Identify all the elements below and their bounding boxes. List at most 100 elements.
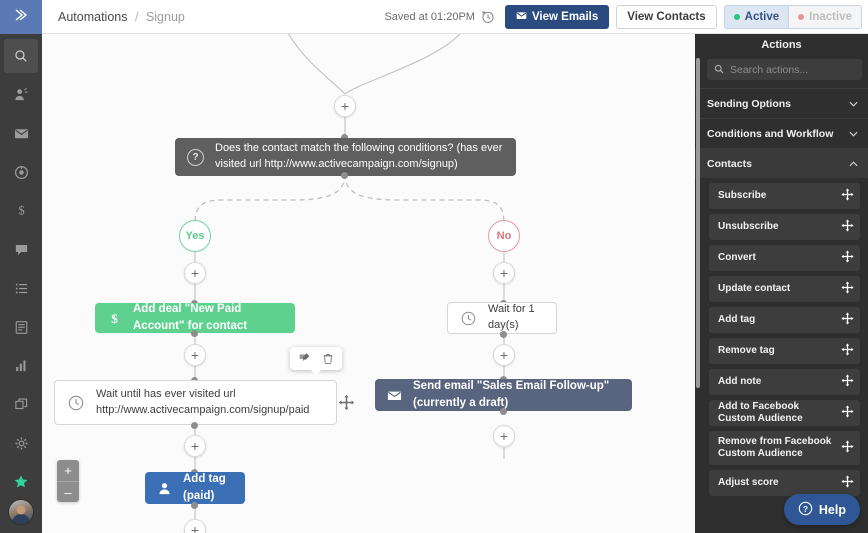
view-contacts-button[interactable]: View Contacts bbox=[616, 4, 717, 29]
automation-canvas[interactable]: + ? Does the contact match the following… bbox=[42, 34, 695, 533]
node-condition-label: Does the contact match the following con… bbox=[215, 142, 503, 170]
avatar[interactable] bbox=[8, 499, 34, 525]
sidebar-item-conversations[interactable] bbox=[4, 233, 38, 267]
add-step-button[interactable]: + bbox=[184, 435, 206, 457]
move-arrows-icon[interactable] bbox=[841, 250, 854, 266]
actions-group-contacts[interactable]: Contacts bbox=[695, 148, 868, 178]
plus-icon: + bbox=[190, 522, 200, 533]
app-logo-button[interactable] bbox=[0, 0, 42, 34]
canvas-connectors bbox=[194, 34, 505, 519]
actions-group-label: Contacts bbox=[707, 157, 752, 170]
automations-icon bbox=[14, 165, 29, 180]
apps-icon bbox=[14, 397, 29, 412]
breadcrumb: Automations / Signup bbox=[58, 10, 185, 24]
add-step-button[interactable]: + bbox=[184, 519, 206, 533]
action-item[interactable]: Convert bbox=[709, 245, 860, 271]
history-clock-icon[interactable] bbox=[481, 10, 495, 24]
action-item[interactable]: Adjust score bbox=[709, 470, 860, 496]
action-item[interactable]: Add tag bbox=[709, 307, 860, 333]
node-condition[interactable]: ? Does the contact match the following c… bbox=[175, 138, 516, 176]
sidebar-item-campaigns[interactable] bbox=[4, 116, 38, 150]
sidebar-item-forms[interactable] bbox=[4, 310, 38, 344]
add-step-button[interactable]: + bbox=[184, 262, 206, 284]
move-arrows-icon[interactable] bbox=[841, 440, 854, 456]
add-step-button[interactable]: + bbox=[334, 95, 356, 117]
zoom-out-button[interactable]: – bbox=[57, 481, 79, 502]
add-step-button[interactable]: + bbox=[493, 344, 515, 366]
move-arrows-icon[interactable] bbox=[841, 312, 854, 328]
move-arrows-icon[interactable] bbox=[841, 475, 854, 491]
move-arrows-icon[interactable] bbox=[338, 394, 355, 416]
search-icon bbox=[14, 49, 28, 63]
connector-dot bbox=[191, 330, 198, 337]
actions-search-box[interactable] bbox=[707, 59, 862, 80]
action-item[interactable]: Remove from Facebook Custom Audience bbox=[709, 431, 860, 465]
branch-label-no[interactable]: No bbox=[488, 220, 520, 252]
actions-group-sending-options[interactable]: Sending Options bbox=[695, 88, 868, 118]
move-arrows-icon[interactable] bbox=[841, 219, 854, 235]
chevron-down-icon bbox=[849, 129, 858, 139]
action-item[interactable]: Update contact bbox=[709, 276, 860, 302]
status-toggle-group: Active Inactive bbox=[723, 4, 862, 29]
view-emails-button[interactable]: View Emails bbox=[504, 4, 610, 29]
question-mark-icon: ? bbox=[187, 148, 204, 166]
status-inactive-label: Inactive bbox=[809, 10, 852, 23]
action-item[interactable]: Add to Facebook Custom Audience bbox=[709, 400, 860, 426]
move-arrows-icon[interactable] bbox=[841, 374, 854, 390]
add-step-button[interactable]: + bbox=[184, 344, 206, 366]
plus-icon: + bbox=[340, 98, 350, 114]
breadcrumb-root-link[interactable]: Automations bbox=[58, 9, 128, 24]
gear-icon bbox=[14, 436, 29, 451]
zoom-in-button[interactable]: + bbox=[64, 463, 72, 478]
sidebar-item-search[interactable] bbox=[4, 38, 38, 73]
node-add-tag[interactable]: Add tag (paid) bbox=[145, 472, 245, 504]
actions-panel-title: Actions bbox=[695, 34, 868, 56]
action-item[interactable]: Unsubscribe bbox=[709, 214, 860, 240]
trash-icon[interactable] bbox=[322, 352, 334, 365]
add-step-button[interactable]: + bbox=[493, 262, 515, 284]
chat-icon bbox=[14, 242, 29, 257]
status-inactive-toggle[interactable]: Inactive bbox=[789, 4, 862, 29]
node-add-tag-label: Add tag (paid) bbox=[183, 473, 226, 502]
plus-icon: + bbox=[190, 347, 200, 363]
status-active-toggle[interactable]: Active bbox=[723, 4, 790, 29]
connector-dot bbox=[191, 422, 198, 429]
actions-panel-scrollbar[interactable] bbox=[696, 58, 700, 388]
question-circle-icon: ? bbox=[798, 501, 813, 519]
sidebar-item-apps[interactable] bbox=[4, 388, 38, 422]
action-item[interactable]: Add note bbox=[709, 369, 860, 395]
node-wait-until[interactable]: Wait until has ever visited url http://w… bbox=[54, 380, 337, 425]
move-arrows-icon[interactable] bbox=[841, 343, 854, 359]
actions-search-wrap bbox=[695, 56, 868, 88]
actions-group-conditions-and-workflow[interactable]: Conditions and Workflow bbox=[695, 118, 868, 148]
node-add-deal[interactable]: $ Add deal "New Paid Account" for contac… bbox=[95, 303, 295, 333]
move-arrows-icon[interactable] bbox=[841, 188, 854, 204]
help-button[interactable]: ? Help bbox=[783, 494, 860, 525]
sidebar-item-lists[interactable] bbox=[4, 271, 38, 305]
envelope-icon bbox=[387, 388, 402, 403]
sidebar-item-reports[interactable] bbox=[4, 349, 38, 383]
sidebar-item-automations[interactable] bbox=[4, 155, 38, 189]
sidebar-item-favorites[interactable] bbox=[4, 465, 38, 499]
node-send-email[interactable]: Send email "Sales Email Follow-up" (curr… bbox=[375, 379, 632, 411]
connector-dot bbox=[341, 134, 348, 141]
clock-icon bbox=[460, 310, 477, 327]
edit-note-icon[interactable] bbox=[298, 352, 311, 365]
sidebar-item-deals[interactable]: $ bbox=[4, 194, 38, 228]
move-arrows-icon[interactable] bbox=[841, 281, 854, 297]
node-wait-days[interactable]: Wait for 1 day(s) bbox=[447, 302, 557, 334]
breadcrumb-current: Signup bbox=[145, 9, 185, 24]
node-wait-until-line1: Wait until has ever visited url bbox=[96, 387, 236, 400]
sidebar-item-settings[interactable] bbox=[4, 427, 38, 461]
action-item[interactable]: Remove tag bbox=[709, 338, 860, 364]
chevron-down-icon bbox=[849, 99, 858, 109]
branch-label-yes[interactable]: Yes bbox=[179, 220, 211, 252]
add-step-button[interactable]: + bbox=[493, 425, 515, 447]
action-item[interactable]: Subscribe bbox=[709, 183, 860, 209]
search-input[interactable] bbox=[730, 63, 855, 76]
sidebar-item-contacts[interactable] bbox=[4, 78, 38, 112]
action-item-label: Unsubscribe bbox=[718, 220, 779, 232]
status-dot-inactive-icon bbox=[798, 13, 805, 20]
move-arrows-icon[interactable] bbox=[841, 405, 854, 421]
action-item-label: Convert bbox=[718, 251, 756, 263]
